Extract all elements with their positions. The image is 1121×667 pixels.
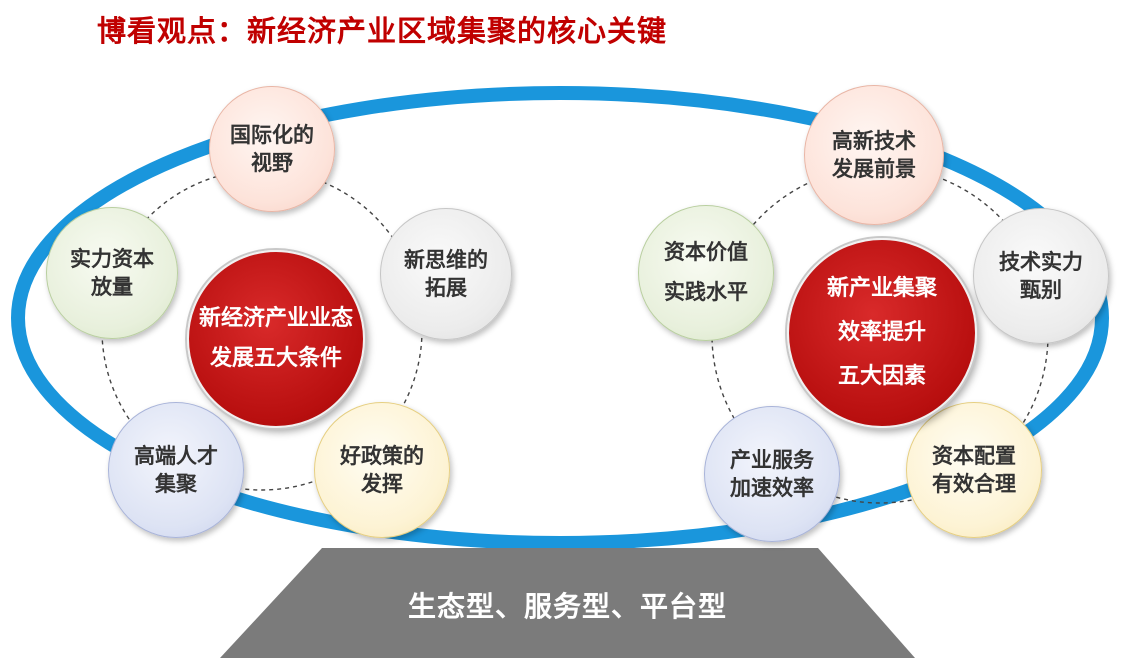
node-capital-allocation: 资本配置 有效合理 (906, 402, 1042, 538)
node-hightech-prospect: 高新技术 发展前景 (804, 85, 944, 225)
platform-shape (220, 548, 915, 658)
platform-label: 生态型、服务型、平台型 (407, 590, 727, 623)
outer-ellipse (11, 86, 1109, 550)
node-new-thinking: 新思维的 拓展 (380, 208, 512, 340)
node-capital-value: 资本价值 实践水平 (638, 205, 774, 341)
node-international-vision: 国际化的 视野 (209, 86, 335, 212)
page-title: 博看观点：新经济产业区域集聚的核心关键 (97, 14, 668, 48)
node-tech-strength: 技术实力 甄别 (973, 208, 1109, 344)
left-center-conditions: 新经济产业业态 发展五大条件 (187, 250, 365, 428)
node-talent-gathering: 高端人才 集聚 (108, 402, 244, 538)
node-industry-service: 产业服务 加速效率 (704, 406, 840, 542)
right-center-factors: 新产业集聚 效率提升 五大因素 (787, 238, 977, 428)
node-capital-release: 实力资本 放量 (46, 207, 178, 339)
node-good-policy: 好政策的 发挥 (314, 402, 450, 538)
